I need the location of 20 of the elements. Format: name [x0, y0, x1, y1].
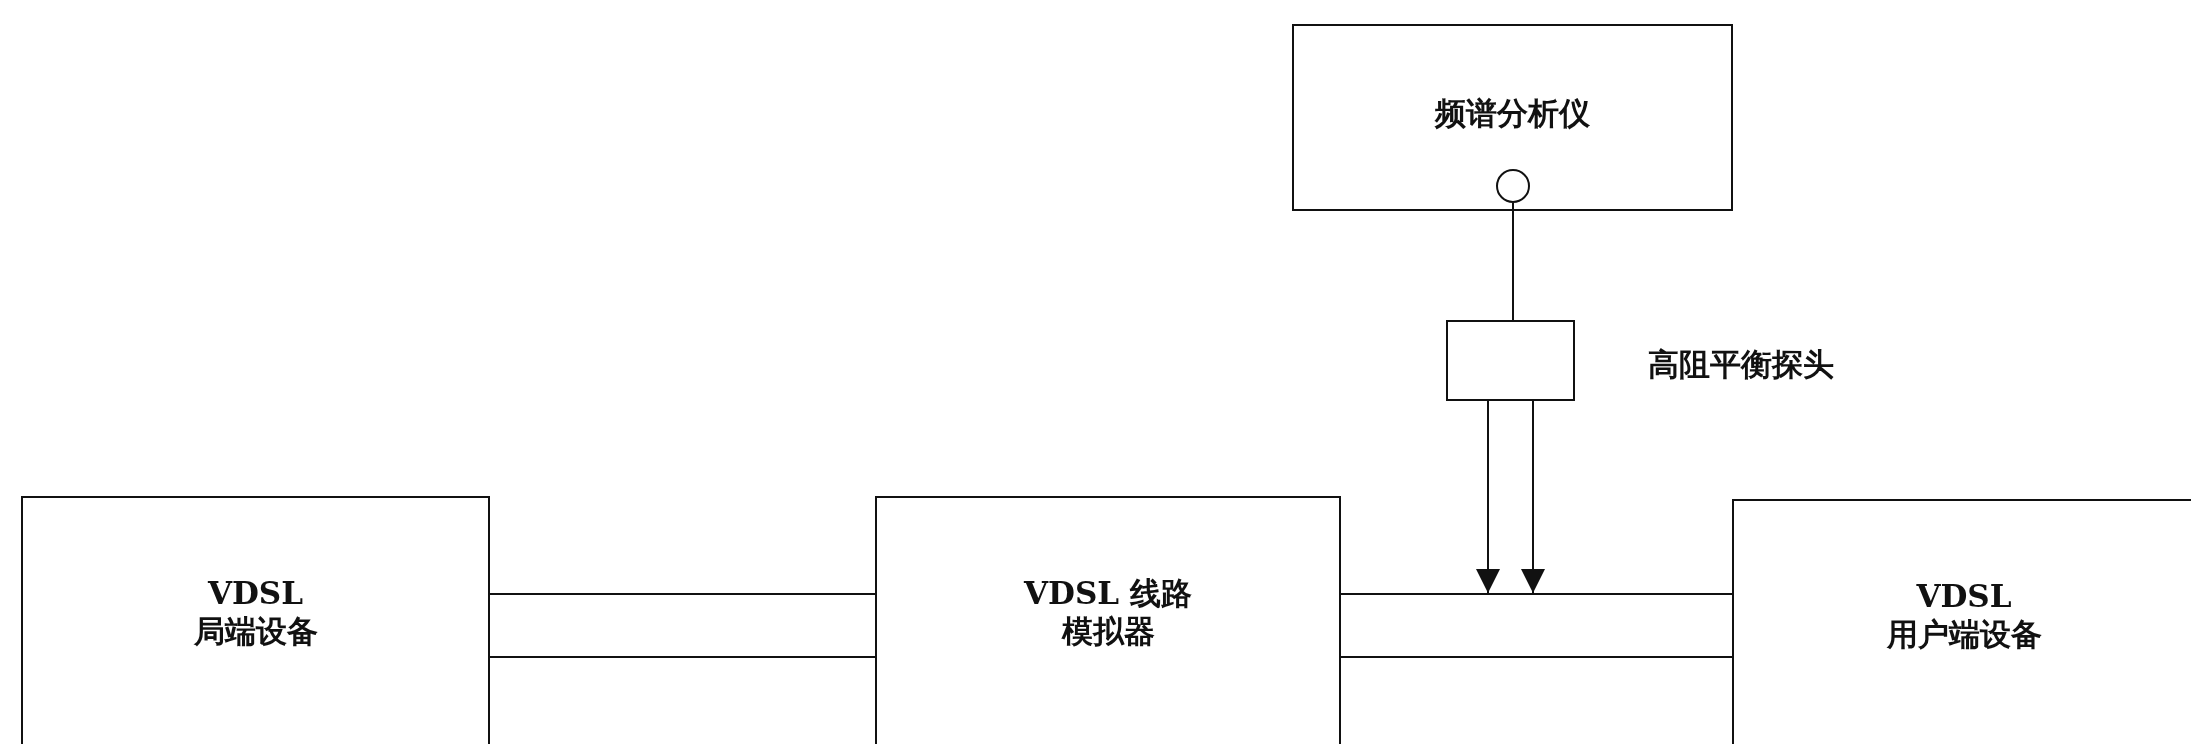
simulator-box: [875, 496, 1341, 744]
box-label: 频谱分析仪: [1435, 94, 1590, 132]
equipment-box: [1732, 499, 2191, 744]
arrow: [1521, 400, 1545, 594]
line: [1340, 656, 1733, 658]
box-label: 局端设备: [193, 612, 318, 650]
box-label: 模拟器: [1061, 612, 1155, 650]
line: [1512, 202, 1514, 321]
box-label: 用户端设备: [1886, 615, 2042, 653]
arrow: [1476, 400, 1500, 594]
analyzer-box: [1292, 24, 1733, 211]
port-circle: [1496, 169, 1530, 203]
box-label: VDSL: [207, 574, 304, 612]
line: [1340, 593, 1733, 595]
equipment-box: [21, 496, 490, 744]
box-label: VDSL 线路: [1024, 574, 1192, 612]
line: [489, 656, 876, 658]
line: [489, 593, 876, 595]
probe-label: 高阻平衡探头: [1648, 345, 1834, 384]
box-label: VDSL: [1916, 577, 2012, 615]
